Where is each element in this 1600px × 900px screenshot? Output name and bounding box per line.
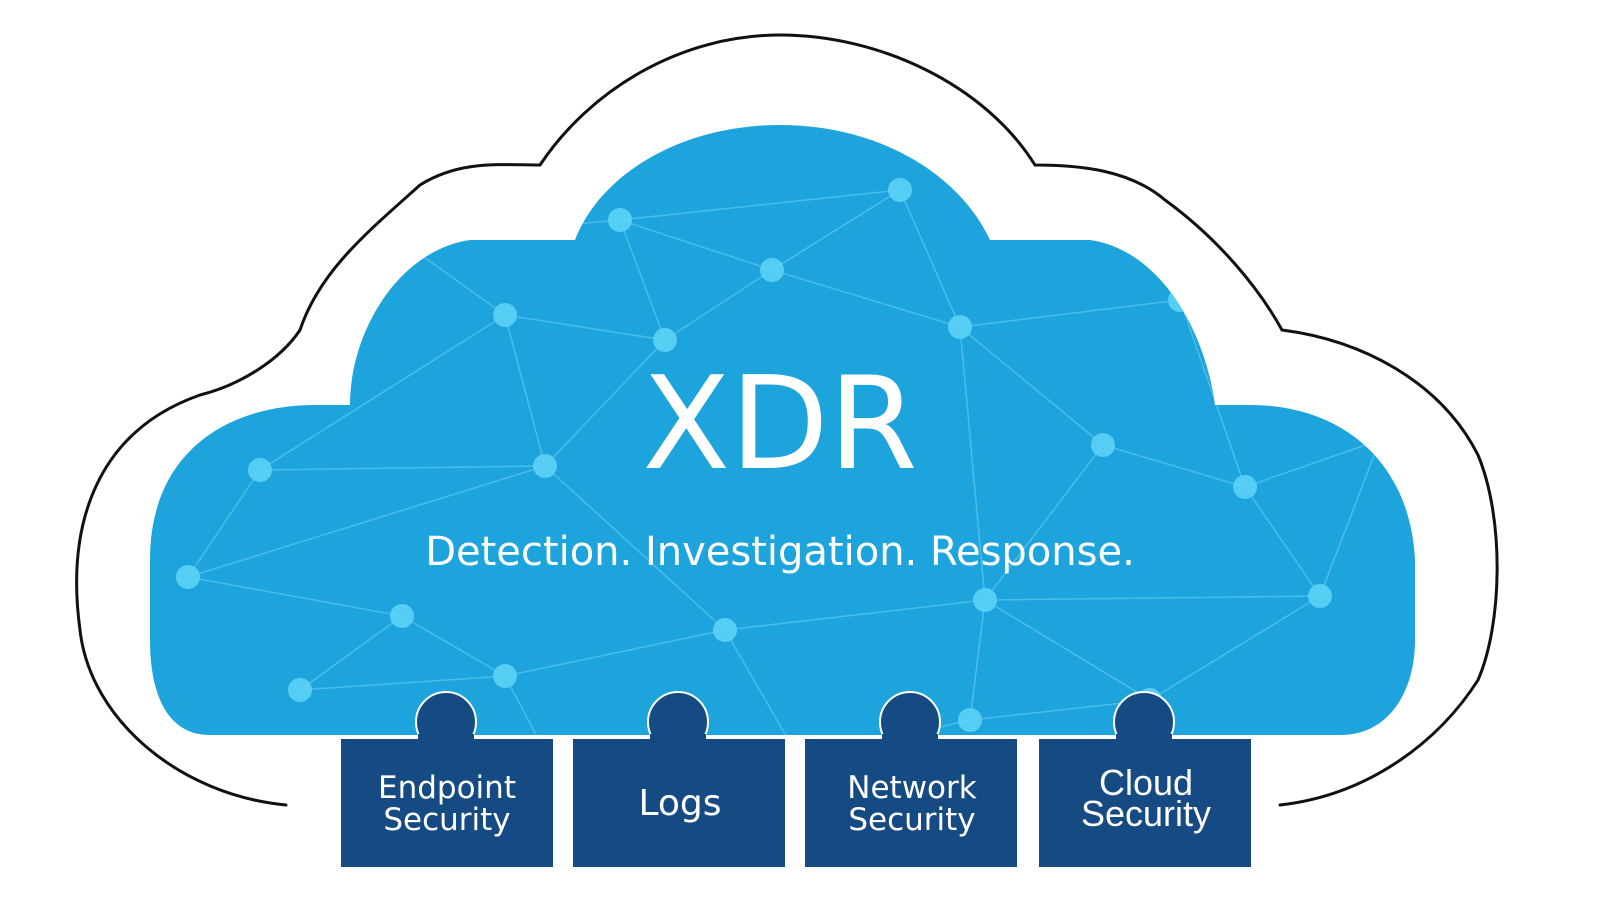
network-link: [504, 629, 726, 677]
network-link: [959, 326, 1104, 446]
network-node: [653, 328, 677, 352]
network-link: [899, 189, 961, 328]
module-cloud-security: Cloud Security: [1037, 691, 1253, 869]
network-node: [760, 258, 784, 282]
network-node: [713, 618, 737, 642]
network-link: [959, 326, 986, 601]
module-network-security: Network Security: [803, 691, 1019, 869]
network-link: [1319, 439, 1381, 597]
network-link: [959, 299, 1181, 328]
network-link: [544, 465, 726, 631]
network-node: [388, 228, 412, 252]
network-link: [1102, 444, 1246, 488]
network-node: [1308, 584, 1332, 608]
network-link: [771, 269, 961, 328]
network-link: [259, 465, 546, 471]
outer-cloud-outline: [75, 33, 1499, 807]
module-label-line1: Network: [847, 770, 976, 806]
module-endpoint-security: Endpoint Security: [339, 691, 555, 869]
network-node: [973, 588, 997, 612]
network-link: [724, 629, 801, 735]
network-node: [948, 315, 972, 339]
network-link: [969, 599, 986, 721]
network-node: [493, 664, 517, 688]
network-link: [187, 465, 546, 578]
network-node: [493, 303, 517, 327]
network-link: [724, 599, 986, 631]
diagram-tagline: Detection. Investigation. Response.: [425, 529, 1135, 575]
network-node: [533, 454, 557, 478]
module-label-line2: Security: [1081, 793, 1211, 834]
module-label-line2: Security: [848, 802, 975, 838]
network-link: [1179, 299, 1246, 488]
network-node: [176, 565, 200, 589]
module-label-line1: Endpoint: [378, 770, 516, 806]
network-link: [619, 219, 773, 271]
network-node: [608, 208, 632, 232]
network-link: [504, 675, 561, 735]
network-link: [1244, 439, 1381, 488]
network-node: [958, 708, 982, 732]
network-link: [544, 339, 666, 467]
network-link: [401, 615, 506, 677]
network-link: [799, 719, 971, 735]
network-link: [984, 444, 1104, 601]
network-link: [984, 595, 1321, 601]
network-node: [288, 678, 312, 702]
network-node: [1233, 475, 1257, 499]
module-label-line1: Cloud: [1099, 762, 1193, 803]
network-node: [1091, 433, 1115, 457]
network-node: [1168, 288, 1192, 312]
module-label-line1: Logs: [638, 783, 721, 824]
network-link: [1149, 595, 1321, 701]
network-link: [664, 269, 773, 341]
network-link: [299, 615, 403, 691]
network-link: [771, 189, 901, 271]
network-link: [984, 599, 1151, 701]
network-node: [248, 458, 272, 482]
module-logs: Logs: [571, 691, 787, 869]
module-label-line2: Security: [383, 802, 510, 838]
network-link: [187, 576, 403, 617]
network-link: [619, 189, 901, 221]
network-node: [390, 604, 414, 628]
network-link: [259, 314, 506, 471]
network-link: [299, 675, 506, 691]
network-link: [619, 219, 666, 341]
diagram-title: XDR: [642, 350, 917, 499]
network-link: [187, 469, 261, 578]
network-link: [504, 314, 546, 467]
network-link: [1244, 486, 1321, 597]
network-node: [888, 178, 912, 202]
network-node: [1368, 428, 1392, 452]
network-link: [504, 314, 666, 341]
